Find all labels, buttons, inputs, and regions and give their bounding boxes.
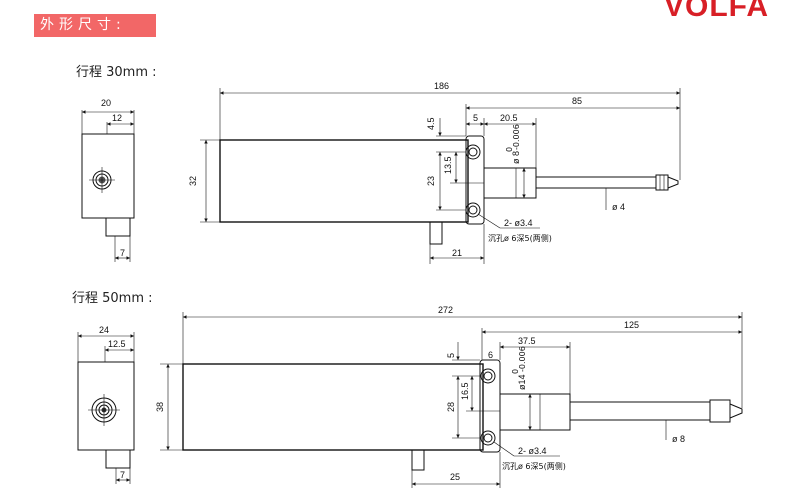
side-view-30	[81, 110, 135, 262]
dim-total-50: 272	[438, 305, 453, 315]
dim-hole-off-50: 16.5	[460, 382, 470, 400]
dim-side-inner-50: 12.5	[108, 339, 126, 349]
dim-dia-main-50: ø14	[517, 374, 527, 390]
dim-right-50: 125	[624, 320, 639, 330]
dim-top-off-50: 5	[446, 353, 456, 358]
section-title-30mm: 行程 30mm :	[76, 65, 157, 80]
note-counterbore-30: 沉孔ø 6深5(两侧)	[488, 233, 552, 243]
dim-right-30: 85	[572, 96, 582, 106]
drawing-30mm: 20 12 7 186 85 5 20.5 32 4.5 23 13.5 21 …	[81, 81, 681, 264]
dim-tol-lower-50: -0.006	[518, 346, 527, 372]
dim-side-inner-30: 12	[112, 113, 122, 123]
brand-logo: VOLFA	[664, 0, 770, 23]
dim-dia-main-30: ø 8	[511, 151, 521, 164]
dim-side-width-50: 24	[99, 325, 109, 335]
dim-side-tab-30: 7	[120, 248, 125, 258]
dim-tol-lower-30: -0.006	[512, 124, 521, 150]
dim-flange-30: 5	[473, 113, 478, 123]
dim-side-tab-50: 7	[120, 470, 125, 480]
dim-bottom-30: 21	[452, 248, 462, 258]
note-counterbore-50: 沉孔ø 6深5(两侧)	[502, 461, 566, 471]
dim-hole-span-30: 23	[426, 176, 436, 186]
dim-holes-30: 2- ø3.4	[504, 218, 533, 228]
front-view-30	[200, 88, 681, 264]
section-title-50mm: 行程 50mm :	[72, 291, 153, 306]
dim-rod-off-30: 20.5	[500, 113, 518, 123]
dim-height-50: 38	[155, 402, 165, 412]
dim-tol-upper-30: 0	[505, 147, 514, 152]
dim-rod-off-50: 37.5	[518, 336, 536, 346]
dim-tol-upper-50: 0	[511, 369, 520, 374]
dim-side-width-30: 20	[101, 98, 111, 108]
dim-hole-span-50: 28	[446, 402, 456, 412]
dim-holes-50: 2- ø3.4	[518, 446, 547, 456]
header-label: 外形尺寸:	[34, 14, 156, 37]
dim-hole-off-30: 13.5	[443, 156, 453, 174]
front-view-50	[160, 312, 743, 488]
dim-height-30: 32	[188, 176, 198, 186]
dim-top-off-30: 4.5	[426, 117, 436, 130]
side-view-50	[77, 332, 135, 484]
drawing-50mm: 24 12.5 7 272 125 6 37.5 38 5 28 16.5 25…	[77, 305, 743, 488]
dim-rod-dia-50: ø 8	[672, 434, 685, 444]
dim-flange-50: 6	[488, 350, 493, 360]
dim-total-30: 186	[434, 81, 449, 91]
dim-bottom-50: 25	[450, 472, 460, 482]
dim-rod-dia-30: ø 4	[612, 202, 625, 212]
